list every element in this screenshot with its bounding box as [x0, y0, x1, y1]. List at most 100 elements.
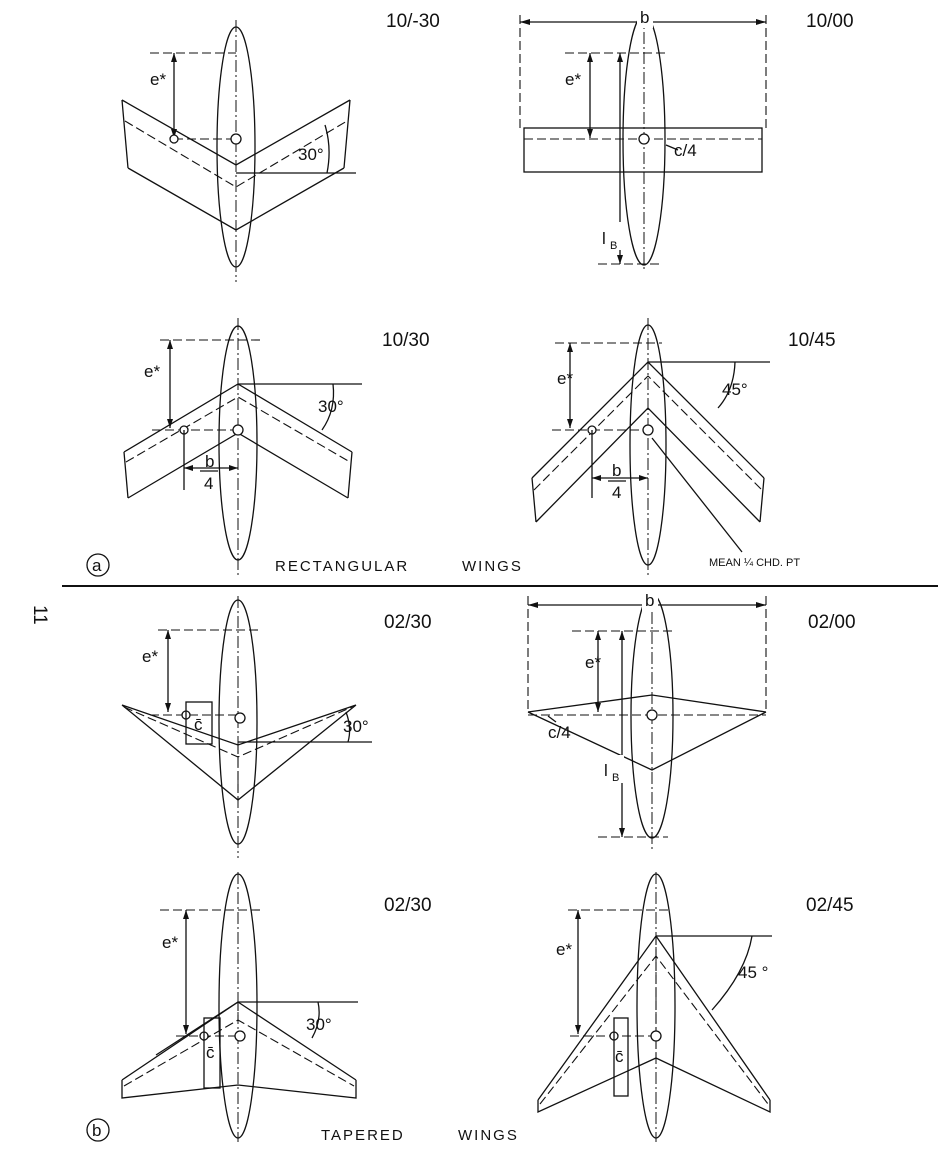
caption-right: WINGS [458, 1127, 519, 1144]
quarter-chord-label: c/4 [674, 141, 697, 160]
quarter-chord-label: c/4 [548, 723, 571, 742]
moment-reference-point [638, 133, 650, 145]
quarter-chord-line [124, 120, 348, 188]
arrow-head [587, 129, 593, 138]
moment-reference-point [232, 424, 244, 436]
quarter-chord-line [123, 706, 353, 758]
panel-code: 10/-30 [386, 11, 440, 32]
angle-arc [311, 1001, 320, 1039]
moment-reference-point [642, 424, 654, 436]
arrow-head [165, 703, 171, 712]
arrow-head [567, 343, 573, 352]
arrow-head [520, 19, 530, 25]
panel-02-00: b e* l B c/4 02/00 [527, 591, 856, 852]
wing-outline [523, 127, 763, 173]
angle-arc [321, 383, 335, 431]
arrow-head [167, 419, 173, 428]
arrow-head [171, 129, 177, 138]
mean-chord-label: c̄ [615, 1047, 624, 1066]
arrow-head [229, 465, 238, 471]
mean-chord-point-label: MEAN ¼ CHD. PT [709, 557, 800, 569]
span-label: b [645, 591, 654, 610]
moment-reference-point [646, 709, 658, 721]
panel-10-00: b e* l B c/4 10/00 [519, 8, 854, 272]
arrow-head [183, 910, 189, 919]
quarter-chord-line [125, 396, 351, 463]
section-label-circle [86, 553, 110, 577]
angle-arc [717, 361, 736, 409]
e-star-label: e* [585, 653, 601, 672]
leader-line [547, 715, 557, 723]
sweep-angle-label: 30° [298, 145, 324, 164]
arrow-head [184, 465, 193, 471]
section-label: b [92, 1121, 101, 1140]
arrow-head [756, 19, 766, 25]
arrow-head [528, 602, 538, 608]
span-label: b [640, 8, 649, 27]
mean-chord-box [203, 1017, 221, 1089]
e-star-label: e* [556, 940, 572, 959]
e-star-label: e* [557, 369, 573, 388]
panel-10-30: e* b 4 30° 10/30 [123, 318, 430, 578]
arrow-head [592, 475, 601, 481]
arrow-head [619, 828, 625, 837]
panel-code: 10/00 [806, 11, 854, 32]
sweep-angle-label: 30° [343, 717, 369, 736]
panel-code: 02/00 [808, 612, 856, 633]
panel-10-minus30: 30° e* 10/-30 [121, 11, 440, 282]
arrow-head [756, 602, 766, 608]
sweep-angle-label: 30° [306, 1015, 332, 1034]
moment-reference-point [234, 712, 246, 724]
arrow-head [183, 1025, 189, 1034]
b4-numerator: b [612, 461, 621, 480]
b4-denominator: 4 [612, 483, 621, 502]
e-star-label: e* [162, 933, 178, 952]
caption-left: TAPERED [321, 1127, 405, 1144]
arrow-head [167, 340, 173, 349]
panel-code: 02/30 [384, 895, 432, 916]
arrow-head [575, 1025, 581, 1034]
e-star-label: e* [142, 647, 158, 666]
moment-reference-point [234, 1030, 246, 1042]
arrow-head [595, 631, 601, 640]
mean-chord-box [185, 701, 213, 745]
quarter-chord-line [533, 375, 763, 491]
caption-left: RECTANGULAR [275, 558, 409, 575]
mean-chord-box [613, 1017, 629, 1097]
moment-reference-point [230, 133, 242, 145]
panel-code: 10/45 [788, 330, 836, 351]
moment-reference-point [650, 1030, 662, 1042]
section-label-circle [86, 1118, 110, 1142]
body-length-label: l [604, 761, 608, 780]
section-b-caption: b TAPERED WINGS [86, 1118, 519, 1144]
leading-edge-root [155, 1001, 239, 1056]
leader-line [665, 144, 679, 151]
panel-code: 10/30 [382, 330, 430, 351]
angle-arc [324, 124, 330, 174]
arrow-head [595, 703, 601, 712]
body-length-subscript: B [612, 772, 619, 784]
body-length-label: l [602, 229, 606, 248]
b4-numerator: b [205, 452, 214, 471]
arrow-head [575, 910, 581, 919]
section-label: a [92, 556, 102, 575]
e-star-label: e* [150, 70, 166, 89]
sweep-angle-label: 45 ° [738, 963, 768, 982]
wing-outline [527, 694, 767, 771]
angle-arc [711, 935, 753, 1011]
e-star-label: e* [565, 70, 581, 89]
sweep-angle-label: 30° [318, 397, 344, 416]
body-length-subscript: B [610, 240, 617, 252]
mean-quarter-chord-point [169, 134, 179, 144]
arrow-head [165, 630, 171, 639]
arrow-head [617, 53, 623, 62]
arrow-head [617, 255, 623, 264]
panel-code: 02/45 [806, 895, 854, 916]
panel-code: 02/30 [384, 612, 432, 633]
section-a-caption: a RECTANGULAR WINGS [86, 553, 521, 577]
panel-10-45: e* b 4 45° MEAN ¼ CHD. PT 10/45 [531, 318, 836, 578]
sweep-angle-label: 45° [722, 380, 748, 399]
arrow-head [567, 419, 573, 428]
mean-chord-label: c̄ [206, 1043, 215, 1062]
e-star-label: e* [144, 362, 160, 381]
